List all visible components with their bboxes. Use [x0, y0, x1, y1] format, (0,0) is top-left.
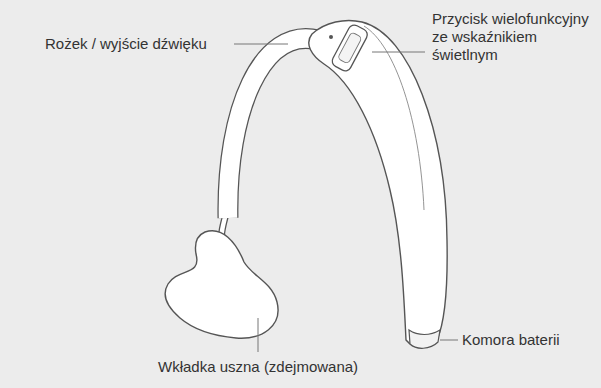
ear-hook-outline — [228, 38, 318, 218]
device-body — [309, 21, 447, 348]
part-label: Przycisk wielofunkcyjny ze wskaźnikiem ś… — [432, 10, 592, 64]
leader-line — [234, 44, 288, 45]
ear-hook — [228, 38, 318, 218]
part-label: Wkładka uszna (zdejmowana) — [158, 358, 358, 376]
multifunction-button — [330, 23, 369, 73]
button-outline — [330, 23, 369, 73]
part-label: Komora baterii — [462, 331, 560, 349]
earmold — [165, 231, 278, 338]
part-label: Rożek / wyjście dźwięku — [45, 35, 207, 53]
leader-line — [440, 340, 458, 341]
button-top — [337, 32, 362, 64]
indicator-light — [329, 35, 333, 39]
leader-line — [258, 318, 259, 352]
body-seam — [364, 26, 424, 210]
battery-door — [409, 330, 440, 348]
leader-line — [372, 52, 425, 53]
